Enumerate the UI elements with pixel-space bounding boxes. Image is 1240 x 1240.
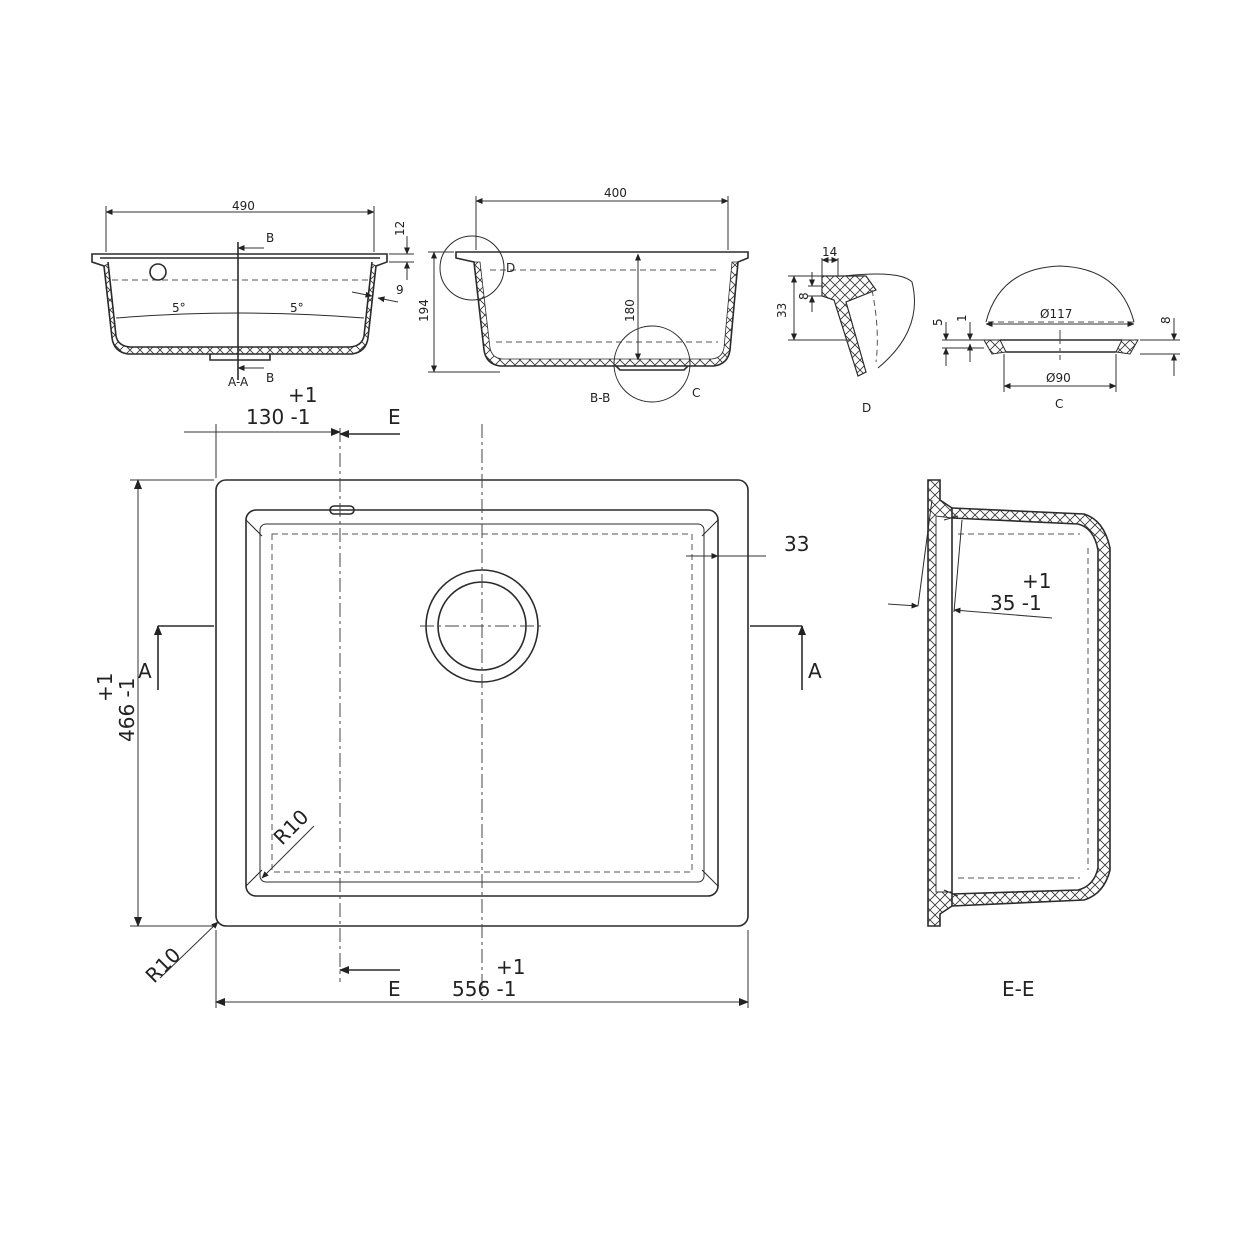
height-tolerance-plus: +1 xyxy=(93,673,117,702)
radius-outer-label: R10 xyxy=(141,943,186,988)
section-b-b-title: B-B xyxy=(590,391,610,405)
wall-33-label: 33 xyxy=(784,532,809,556)
height-466-label: 466 -1 xyxy=(115,678,139,742)
width-400-label: 400 xyxy=(604,186,627,200)
section-a-a-title: A-A xyxy=(228,375,249,389)
detail-d-8-label: 8 xyxy=(797,292,811,300)
width-490-label: 490 xyxy=(232,199,255,213)
section-view-e-e: +1 35 -1 E-E xyxy=(887,479,1111,1001)
overflow-slot-icon xyxy=(329,505,355,515)
section-mark-b-bottom: B xyxy=(266,371,274,385)
offset-130-label: 130 -1 xyxy=(246,405,310,429)
width-556-label: 556 -1 xyxy=(452,977,516,1001)
detail-d-circle xyxy=(439,235,505,301)
section-view-b-b: D C 400 194 180 B-B xyxy=(417,186,749,405)
section-view-a-a: B B 5° 5° 490 12 9 A-A xyxy=(91,199,414,389)
offset-tolerance-plus: +1 xyxy=(288,383,317,407)
detail-c-5-label: 5 xyxy=(931,318,945,326)
height-180-label: 180 xyxy=(623,299,637,322)
height-194-label: 194 xyxy=(417,299,431,322)
detail-c-90-label: Ø90 xyxy=(1046,371,1071,385)
section-e-bottom-mark: E xyxy=(388,977,401,1001)
overflow-hole-icon xyxy=(149,263,167,281)
wall-9-label: 9 xyxy=(396,283,404,297)
plan-view: E E +1 130 -1 33 +1 466 -1 A A R10 R10 +… xyxy=(93,383,822,1008)
detail-c-117-label: Ø117 xyxy=(1040,307,1072,321)
section-a-right-mark: A xyxy=(808,659,822,683)
detail-c-mark: C xyxy=(692,386,700,400)
detail-d-title: D xyxy=(862,401,871,415)
flange-12-label: 12 xyxy=(393,221,407,236)
depth-35-label: 35 -1 xyxy=(990,591,1042,615)
section-a-left-mark: A xyxy=(138,659,152,683)
detail-view-d: 14 8 33 D xyxy=(775,245,915,415)
detail-c-1-label: 1 xyxy=(955,314,969,322)
section-e-e-title: E-E xyxy=(1002,977,1035,1001)
detail-d-33-label: 33 xyxy=(775,303,789,318)
detail-d-mark: D xyxy=(506,261,515,275)
detail-c-circle xyxy=(613,325,691,403)
section-mark-b-top: B xyxy=(266,231,274,245)
detail-d-14-label: 14 xyxy=(822,245,837,259)
detail-c-8-label: 8 xyxy=(1159,316,1173,324)
width-tolerance-plus: +1 xyxy=(496,955,525,979)
detail-c-title: C xyxy=(1055,397,1063,411)
radius-inner-label: R10 xyxy=(269,805,314,850)
depth-tolerance-plus: +1 xyxy=(1022,569,1051,593)
section-e-top-mark: E xyxy=(388,405,401,429)
slope-right-label: 5° xyxy=(290,301,304,315)
detail-view-c: Ø117 Ø90 5 1 8 C xyxy=(931,265,1180,411)
slope-left-label: 5° xyxy=(172,301,186,315)
